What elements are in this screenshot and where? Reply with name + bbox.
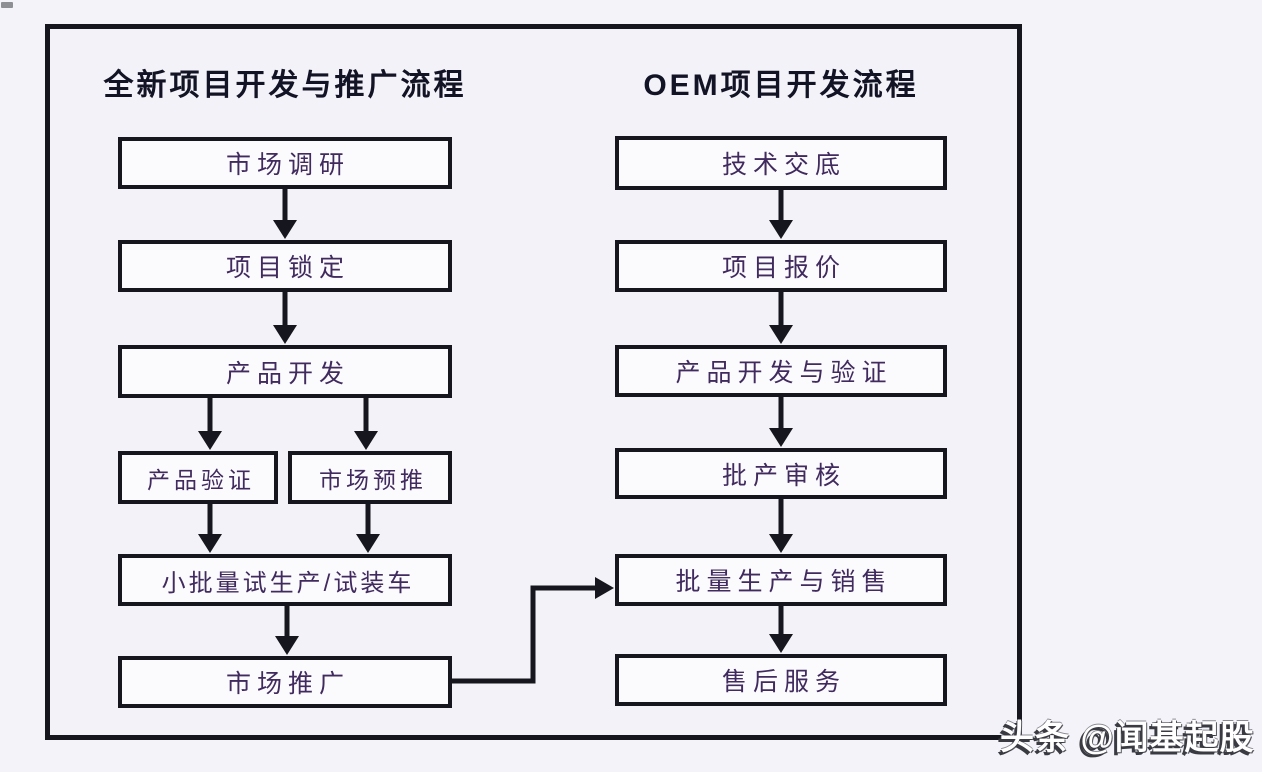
node-product-verification: 产品验证 <box>118 451 278 504</box>
node-product-dev-and-verification: 产品开发与验证 <box>615 345 947 397</box>
node-label: 小批量试生产/试装车 <box>161 569 415 597</box>
node-market-promotion: 市场推广 <box>118 656 452 708</box>
corner-artifact-mark <box>1 2 13 8</box>
node-label: 售后服务 <box>721 668 846 696</box>
node-label: 项目报价 <box>721 254 846 282</box>
node-small-batch-trial-production: 小批量试生产/试装车 <box>118 554 452 606</box>
left-flow-title: 全新项目开发与推广流程 <box>103 69 467 102</box>
node-project-quotation: 项目报价 <box>615 240 947 292</box>
watermark-text: 头条 @闻基起股 <box>1000 719 1255 757</box>
node-mass-production-and-sales: 批量生产与销售 <box>615 554 947 606</box>
node-label: 批量生产与销售 <box>675 568 893 596</box>
node-label: 市场调研 <box>225 151 350 179</box>
node-label: 市场推广 <box>225 670 350 698</box>
node-label: 产品验证 <box>147 466 255 493</box>
node-market-research: 市场调研 <box>118 137 452 189</box>
node-project-lock: 项目锁定 <box>118 240 452 292</box>
node-label: 产品开发与验证 <box>675 359 893 387</box>
node-label: 项目锁定 <box>225 254 350 282</box>
node-mass-production-audit: 批产审核 <box>615 448 947 499</box>
node-technical-disclosure: 技术交底 <box>615 136 947 190</box>
node-after-sales-service: 售后服务 <box>615 654 947 706</box>
node-label: 市场预推 <box>319 466 427 493</box>
node-market-pre-promotion: 市场预推 <box>288 451 452 504</box>
node-product-development: 产品开发 <box>118 345 452 398</box>
node-label: 批产审核 <box>721 461 846 490</box>
node-label: 技术交底 <box>721 151 846 179</box>
node-label: 产品开发 <box>225 359 350 388</box>
right-flow-title: OEM项目开发流程 <box>643 69 919 102</box>
